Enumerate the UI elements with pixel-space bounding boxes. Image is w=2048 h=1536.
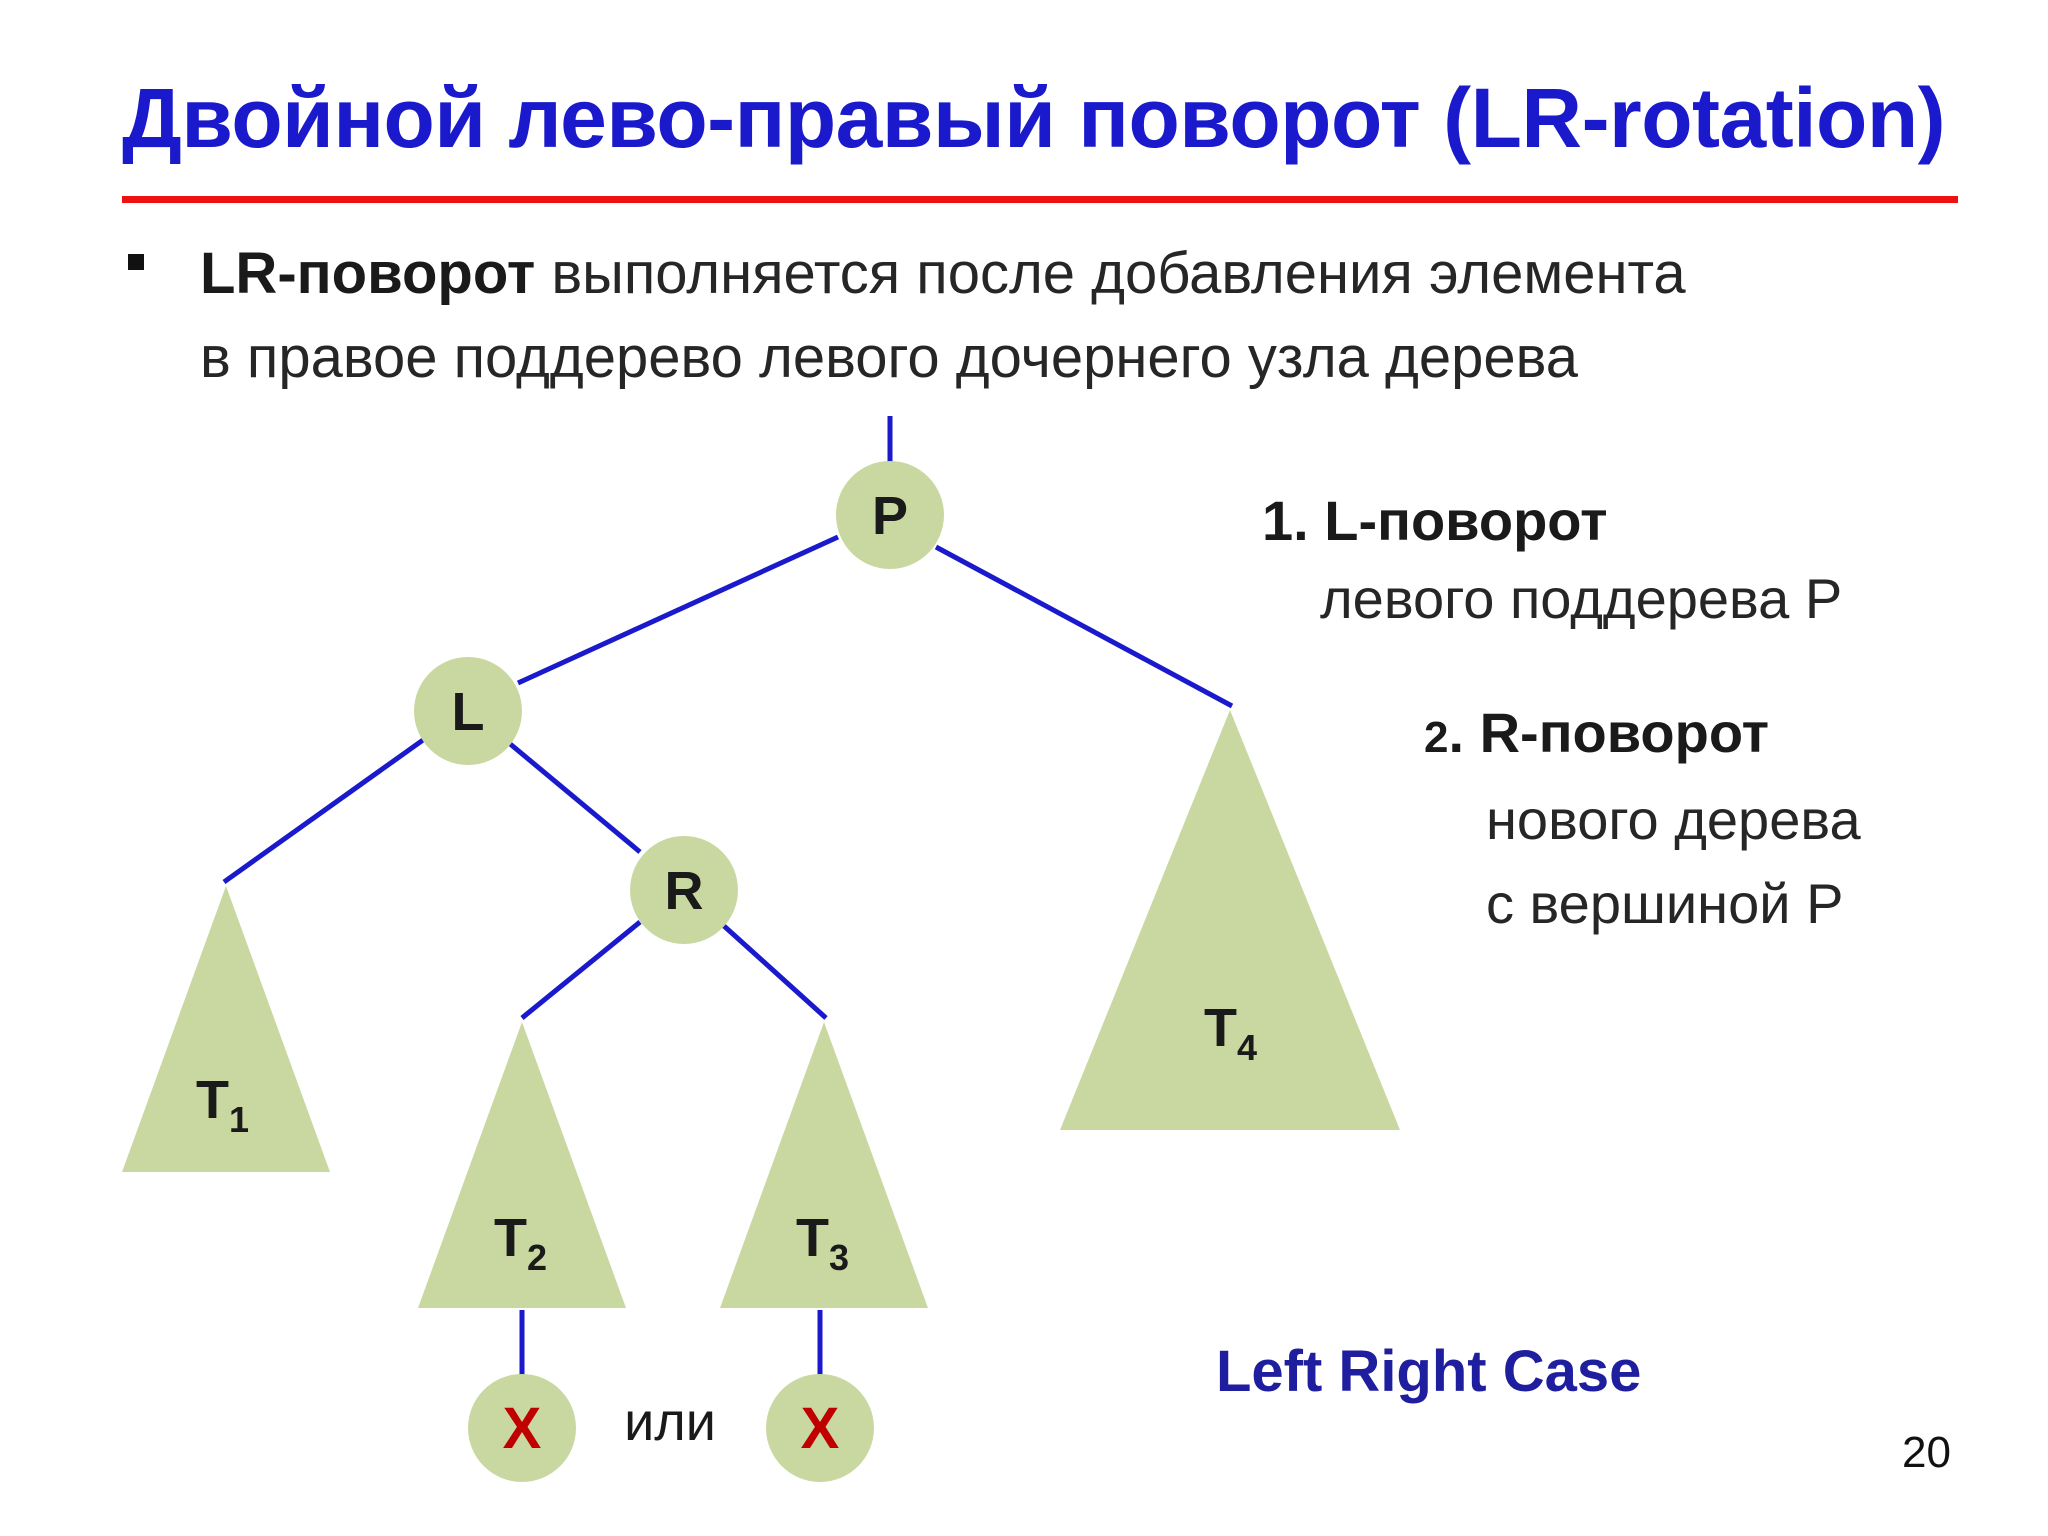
step2-number: 2 bbox=[1424, 713, 1449, 762]
subtree-T4-label: T4 bbox=[1204, 998, 1257, 1068]
slide-title: Двойной лево-правый поворот (LR-rotation… bbox=[122, 71, 1946, 165]
bullet-text: LR-поворот выполняется после добавления … bbox=[200, 232, 1686, 400]
subtree-T2-label: T2 bbox=[494, 1208, 547, 1278]
node-P-label: P bbox=[872, 486, 908, 546]
or-label: или bbox=[624, 1392, 716, 1452]
edge-R-T3 bbox=[722, 924, 828, 1020]
subtree-T3-sub: 3 bbox=[829, 1237, 849, 1278]
node-L bbox=[414, 657, 522, 765]
step1-description: левого поддерева P bbox=[1320, 567, 1843, 630]
subtree-T2-sub: 2 bbox=[527, 1237, 547, 1278]
bullet-bold-term: LR-поворот bbox=[200, 241, 536, 306]
step2-description-line2: с вершиной P bbox=[1486, 872, 1844, 935]
title-underline bbox=[122, 196, 1958, 203]
node-L-label: L bbox=[452, 682, 485, 742]
subtree-T3-triangle bbox=[720, 1022, 928, 1308]
subtree-T3-base: T bbox=[796, 1208, 829, 1268]
node-P bbox=[836, 461, 944, 569]
node-X1-label: X bbox=[503, 1396, 542, 1461]
step2-title: R-поворот bbox=[1479, 701, 1770, 764]
subtree-T1-triangle bbox=[122, 886, 330, 1172]
subtree-T1-base: T bbox=[196, 1070, 229, 1130]
step2-description: нового дерева с вершиной P bbox=[1486, 778, 1861, 946]
node-R bbox=[630, 836, 738, 944]
subtree-T4-base: T bbox=[1204, 998, 1237, 1058]
subtree-T4-sub: 4 bbox=[1237, 1027, 1257, 1068]
subtree-T4-triangle bbox=[1060, 710, 1400, 1130]
subtree-T3-label: T3 bbox=[796, 1208, 849, 1278]
step1-title: L-поворот bbox=[1324, 489, 1608, 552]
step2-heading: 2. R-поворот bbox=[1424, 701, 1770, 764]
subtree-T2-base: T bbox=[494, 1208, 527, 1268]
node-X2-label: X bbox=[801, 1396, 840, 1461]
subtree-T2-triangle bbox=[418, 1022, 626, 1308]
edge-P-T4 bbox=[934, 544, 1234, 709]
step1-heading: 1. L-поворот bbox=[1262, 489, 1608, 552]
bullet-square-icon bbox=[128, 254, 144, 270]
subtree-T1-sub: 1 bbox=[229, 1099, 249, 1140]
case-label: Left Right Case bbox=[1216, 1339, 1642, 1404]
step2-description-line1: нового дерева bbox=[1486, 788, 1861, 851]
node-R-label: R bbox=[665, 861, 704, 921]
edge-R-T2 bbox=[520, 920, 642, 1020]
edge-L-T1 bbox=[222, 737, 425, 885]
bullet-line1-rest: выполняется после добавления элемента bbox=[535, 241, 1686, 306]
node-X2 bbox=[766, 1374, 874, 1482]
page-number: 20 bbox=[1902, 1428, 1951, 1477]
step1-number: 1 bbox=[1262, 489, 1294, 552]
bullet-line2: в правое поддерево левого дочернего узла… bbox=[200, 325, 1579, 390]
edge-P-L bbox=[516, 534, 840, 686]
edge-L-R bbox=[507, 741, 642, 854]
node-X1 bbox=[468, 1374, 576, 1482]
subtree-T1-label: T1 bbox=[196, 1070, 249, 1140]
